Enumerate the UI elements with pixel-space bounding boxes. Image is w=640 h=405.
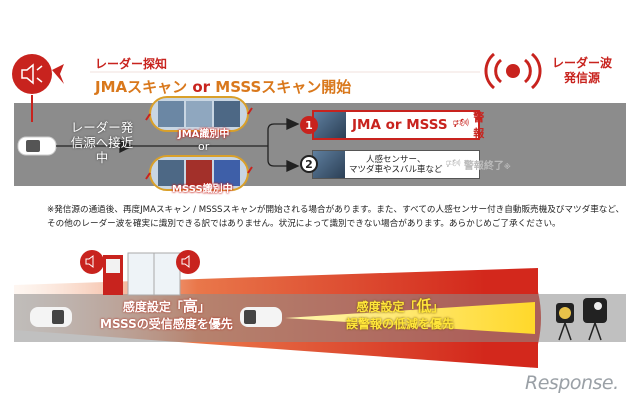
speaker-muted-icon: 🕬 — [445, 156, 461, 170]
result1-badge: 1 — [300, 116, 318, 134]
result2-line2: マツダ車やスバル車など — [349, 164, 443, 175]
car-icon — [240, 307, 282, 327]
scan-jma: JMAスキャン — [95, 78, 188, 96]
yellow-beam — [285, 302, 535, 334]
source-line1: レーダー波 — [552, 56, 613, 70]
radar-detect-label: レーダー探知 — [95, 57, 168, 71]
radar-device-icon — [556, 303, 574, 341]
result2-mark: ※ — [503, 163, 511, 171]
result1-text: JMA or MSSS — [352, 117, 448, 133]
automatic-door-icon — [127, 252, 181, 296]
result1-action: 警報 — [473, 111, 485, 140]
result-box-end: 人感センサー、マツダ車やスバル車など 🕬 警報終了※ — [312, 150, 511, 179]
radar-detect-pin-icon — [12, 54, 64, 122]
car-icon — [17, 136, 57, 156]
approach-label: レーダー発信源へ接近中 — [70, 120, 134, 165]
footnote-line2: その他のレーダー波を確実に識別できる訳ではありません。状況によって識別できない場… — [47, 219, 561, 229]
sensitivity-low-label: 感度設定「低」誤警報の低減を優先 — [346, 298, 454, 333]
result2-text: 人感センサー、マツダ車やスバル車など — [349, 155, 443, 175]
high-value: 高 — [182, 297, 198, 315]
result2-badge: 2 — [300, 155, 318, 173]
scan-start-heading: JMAスキャン or MSSSスキャン開始 — [95, 76, 351, 97]
vending-machine-icon — [103, 255, 123, 295]
jma-identifying-label: JMA識別中 — [178, 129, 230, 140]
radar-source-icon — [484, 52, 542, 90]
warning-bubble-icon — [80, 250, 104, 274]
high-suffix: 」 — [197, 300, 210, 314]
radar-source-label: レーダー波発信源 — [552, 56, 612, 86]
result2-action: 警報終了※ — [464, 157, 511, 172]
msss-identifying-label: MSSS識別中 — [172, 184, 233, 195]
sensitivity-high-label: 感度設定「高」 MSSSの受信感度を優先 — [100, 298, 233, 333]
result2-line1: 人感センサー、 — [366, 154, 426, 165]
response-watermark: Response. — [525, 372, 619, 394]
msss-identifying-pill — [145, 155, 253, 191]
high-desc: MSSSの受信感度を優先 — [100, 317, 233, 331]
speaker-warning-icon: 🕬 — [452, 116, 470, 131]
flow-arrows — [56, 117, 300, 173]
source-line2: 発信源 — [564, 71, 601, 85]
result-box-warning: JMA or MSSS 🕬 警報 — [312, 110, 484, 140]
jma-thumbnail — [314, 112, 346, 138]
low-value: 低 — [416, 297, 432, 315]
scan-or: or — [187, 78, 216, 96]
scan-msss: MSSSスキャン開始 — [215, 78, 352, 96]
warning-bubble-icon — [176, 250, 200, 274]
footnote-line1: ※発信源の通過後、再度JMAスキャン / MSSSスキャンが開始される場合があり… — [47, 205, 625, 215]
low-suffix: 」 — [431, 300, 444, 314]
or-label: or — [198, 140, 210, 153]
sensor-thumbnail — [313, 151, 345, 178]
high-prefix: 感度設定「 — [122, 300, 183, 314]
result2-action-text: 警報終了 — [463, 161, 504, 172]
low-prefix: 感度設定「 — [356, 300, 417, 314]
radar-device-icon — [583, 298, 607, 341]
footnote: ※発信源の通過後、再度JMAスキャン / MSSSスキャンが開始される場合があり… — [47, 203, 624, 231]
low-desc: 誤警報の低減を優先 — [346, 317, 455, 331]
car-icon — [30, 307, 72, 327]
jma-identifying-pill — [145, 96, 253, 132]
